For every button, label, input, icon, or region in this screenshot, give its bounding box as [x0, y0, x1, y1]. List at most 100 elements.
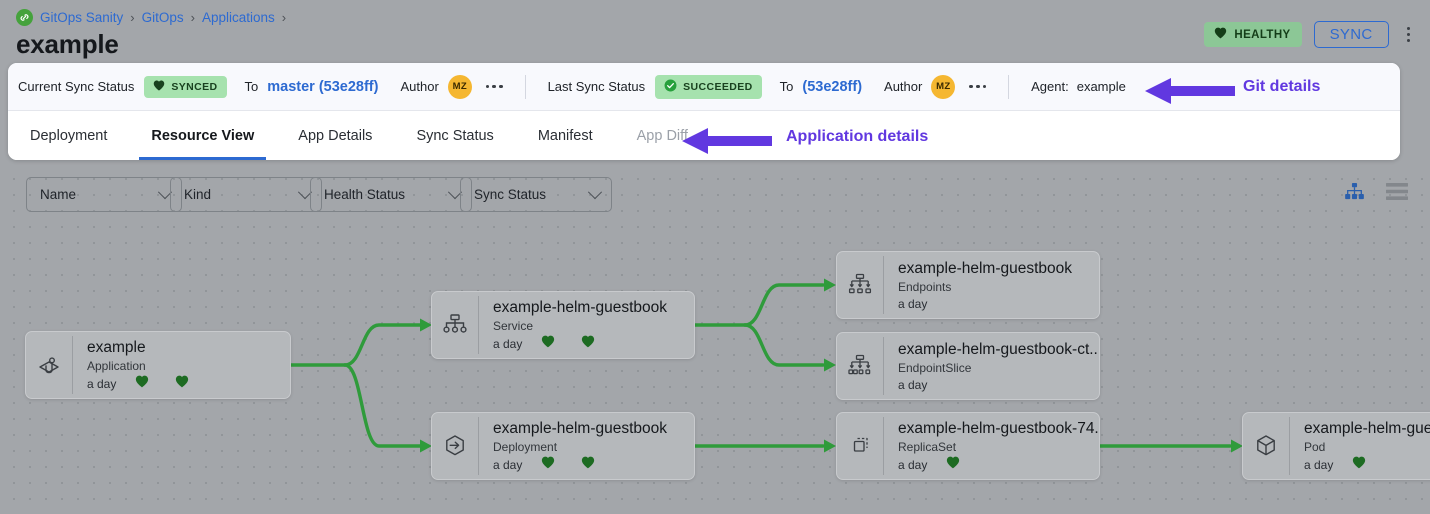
health-badge-label: HEALTHY	[1234, 28, 1291, 41]
avatar[interactable]: MZ	[931, 74, 956, 99]
node-kind: Endpoints	[898, 279, 952, 294]
gitops-sanity-logo-icon	[16, 9, 33, 26]
tab-sync-status[interactable]: Sync Status	[416, 128, 494, 144]
tab-resource-view[interactable]: Resource View	[139, 128, 267, 160]
node-kind: Deployment	[493, 440, 558, 454]
graph-node-deployment[interactable]: example-helm-guestbook Deployment a day	[431, 412, 695, 480]
page-header: GitOps Sanity › GitOps › Applications › …	[0, 0, 1430, 66]
vertical-ellipsis-icon[interactable]	[1401, 23, 1417, 47]
current-to-label: To	[244, 79, 259, 94]
graph-node-application[interactable]: example Application a day	[25, 331, 291, 399]
filter-health-status[interactable]: Health Status	[310, 177, 472, 212]
last-sync-status-label: Last Sync Status	[547, 79, 646, 94]
node-kind: Application	[87, 359, 146, 373]
endpoints-icon	[837, 273, 883, 297]
node-title: example-helm-guestbook	[493, 299, 668, 316]
breadcrumb-separator: ›	[130, 10, 135, 25]
breadcrumb-separator: ›	[281, 10, 287, 25]
synced-badge-label: SYNCED	[171, 80, 218, 93]
filter-name-label: Name	[40, 187, 77, 202]
agent-value: example	[1076, 79, 1126, 94]
sync-heart-icon	[581, 335, 595, 352]
argo-application-icon	[26, 352, 72, 378]
status-badge-synced: SYNCED	[144, 75, 227, 98]
node-meta: a day	[898, 377, 1099, 393]
filter-sync-status-label: Sync Status	[474, 187, 547, 202]
tab-manifest[interactable]: Manifest	[537, 128, 593, 144]
node-kind: Service	[493, 319, 534, 333]
status-badge-healthy: HEALTHY	[1204, 22, 1302, 47]
graph-node-replicaset[interactable]: example-helm-guestbook-74... ReplicaSet …	[836, 412, 1100, 480]
graph-edges	[289, 278, 1243, 453]
node-age: a day	[898, 377, 928, 392]
header-actions: HEALTHY SYNC	[1204, 21, 1416, 48]
node-kind: EndpointSlice	[898, 360, 972, 375]
avatar[interactable]: MZ	[447, 74, 472, 99]
node-kind: ReplicaSet	[898, 440, 957, 454]
pod-icon	[1243, 433, 1289, 459]
sync-heart-icon	[175, 375, 189, 392]
current-author-label: Author	[400, 79, 439, 94]
breadcrumb-separator: ›	[190, 10, 195, 25]
current-sync-status-label: Current Sync Status	[18, 79, 135, 94]
page-title: example	[16, 29, 119, 59]
tab-app-diff: App Diff	[636, 128, 688, 144]
succeeded-badge-label: SUCCEEDED	[683, 80, 753, 93]
last-to-label: To	[779, 79, 794, 94]
node-title: example-helm-guestbook-ct...	[898, 340, 1099, 358]
divider	[1008, 74, 1010, 99]
breadcrumb: GitOps Sanity › GitOps › Applications ›	[16, 9, 286, 26]
last-author-label: Author	[884, 79, 923, 94]
health-heart-icon	[541, 456, 555, 473]
filter-kind[interactable]: Kind	[170, 177, 322, 212]
node-title: example-helm-guestbook	[898, 259, 1073, 277]
node-age: a day	[898, 296, 928, 311]
check-circle-icon	[664, 79, 677, 95]
tree-view-icon[interactable]	[1345, 183, 1364, 205]
agent-label: Agent:	[1031, 79, 1069, 94]
sync-heart-icon	[581, 456, 595, 473]
sync-button[interactable]: SYNC	[1313, 21, 1389, 48]
node-age: a day	[493, 457, 523, 472]
health-heart-icon	[135, 375, 149, 392]
filter-name[interactable]: Name	[26, 177, 182, 212]
filter-health-status-label: Health Status	[324, 187, 406, 202]
node-title: example-helm-guestbook-74...	[898, 420, 1099, 437]
replicaset-icon	[837, 434, 883, 458]
health-heart-icon	[541, 335, 555, 352]
horizontal-ellipsis-icon[interactable]	[485, 84, 503, 89]
node-meta: a day	[1304, 456, 1430, 473]
list-view-icon[interactable]	[1386, 183, 1408, 205]
node-age: a day	[87, 376, 117, 391]
node-meta: a day	[898, 456, 1099, 473]
current-revision-link[interactable]: master (53e28ff)	[267, 78, 379, 95]
heart-icon	[1214, 27, 1227, 42]
breadcrumb-item-gitops-sanity[interactable]: GitOps Sanity	[40, 10, 124, 25]
resource-graph-canvas[interactable]: Name Kind Health Status Sync Status	[0, 165, 1430, 514]
graph-node-pod[interactable]: example-helm-guest Pod a day	[1242, 412, 1430, 480]
deployment-icon	[432, 433, 478, 459]
graph-node-endpoints[interactable]: example-helm-guestbook Endpoints a day	[836, 251, 1100, 319]
graph-node-service[interactable]: example-helm-guestbook Service a day	[431, 291, 695, 359]
endpointslice-icon	[837, 354, 883, 378]
annotation-label-application-details: Application details	[786, 128, 929, 145]
tab-app-details[interactable]: App Details	[298, 128, 373, 144]
node-meta: a day	[87, 375, 290, 392]
node-kind: Pod	[1304, 440, 1326, 454]
breadcrumb-item-gitops[interactable]: GitOps	[141, 10, 184, 25]
filter-sync-status[interactable]: Sync Status	[460, 177, 612, 212]
last-revision-link[interactable]: (53e28ff)	[802, 78, 863, 95]
node-age: a day	[1304, 457, 1334, 472]
horizontal-ellipsis-icon[interactable]	[969, 84, 987, 89]
filter-bar: Name Kind Health Status Sync Status	[0, 165, 1430, 220]
node-title: example-helm-guest	[1304, 420, 1430, 437]
breadcrumb-item-applications[interactable]: Applications	[201, 10, 275, 25]
tab-deployment[interactable]: Deployment	[30, 128, 108, 144]
heart-icon	[153, 80, 165, 94]
node-meta: a day	[493, 456, 694, 473]
node-age: a day	[493, 336, 523, 351]
annotation-arrow-application-details	[682, 127, 772, 160]
view-toggle-group	[1345, 183, 1408, 205]
graph-node-endpointslice[interactable]: example-helm-guestbook-ct... EndpointSli…	[836, 332, 1100, 400]
annotation-label-git-details: Git details	[1243, 78, 1321, 95]
